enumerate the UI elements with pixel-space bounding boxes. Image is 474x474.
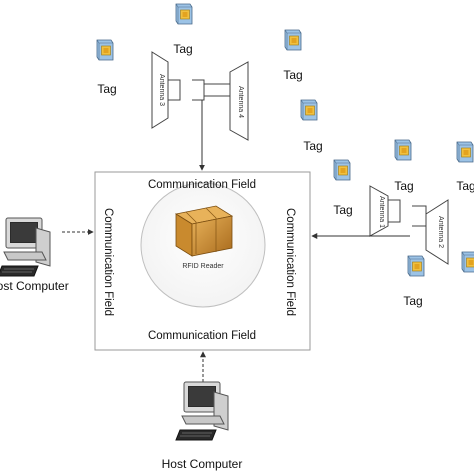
- reader-label: RFID Reader: [182, 263, 224, 270]
- field-label-right: Communication Field: [284, 208, 296, 316]
- tag-label: Tag: [456, 179, 474, 193]
- field-label-top: Communication Field: [148, 179, 256, 191]
- tag-label: Tag: [403, 294, 422, 308]
- tag-label: Tag: [97, 82, 116, 96]
- tag-label: Tag: [333, 203, 352, 217]
- tag-icon: [300, 99, 318, 121]
- tag-label: Tag: [394, 179, 413, 193]
- tag-icon: [461, 251, 474, 273]
- antenna-3: [151, 51, 181, 129]
- antenna-3-label: Antenna 3: [158, 74, 165, 106]
- host-computer-bottom-label: Host Computer: [162, 457, 243, 471]
- tag-label: Tag: [283, 68, 302, 82]
- host-computer-left-label: Host Computer: [0, 279, 69, 293]
- antenna-2-label: Antenna 2: [437, 216, 444, 248]
- antenna-4: [192, 61, 249, 141]
- tag-icon: [394, 139, 412, 161]
- field-label-left: Communication Field: [102, 208, 114, 316]
- tag-label: Tag: [173, 42, 192, 56]
- antenna-1: [369, 185, 401, 237]
- tag-icon: [407, 255, 425, 277]
- tag-icon: [96, 39, 114, 61]
- antenna-4-label: Antenna 4: [237, 86, 244, 118]
- antenna-1-label: Antenna 1: [378, 196, 385, 228]
- rfid-reader-icon: [174, 205, 234, 257]
- host-computer-bottom-icon: [175, 381, 229, 441]
- field-label-bottom: Communication Field: [148, 330, 256, 342]
- tag-icon: [175, 3, 193, 25]
- tag-label: Tag: [303, 139, 322, 153]
- host-computer-left-icon: [0, 217, 51, 277]
- tag-icon: [456, 141, 474, 163]
- tag-icon: [333, 159, 351, 181]
- antenna-2: [412, 199, 449, 265]
- tag-icon: [284, 29, 302, 51]
